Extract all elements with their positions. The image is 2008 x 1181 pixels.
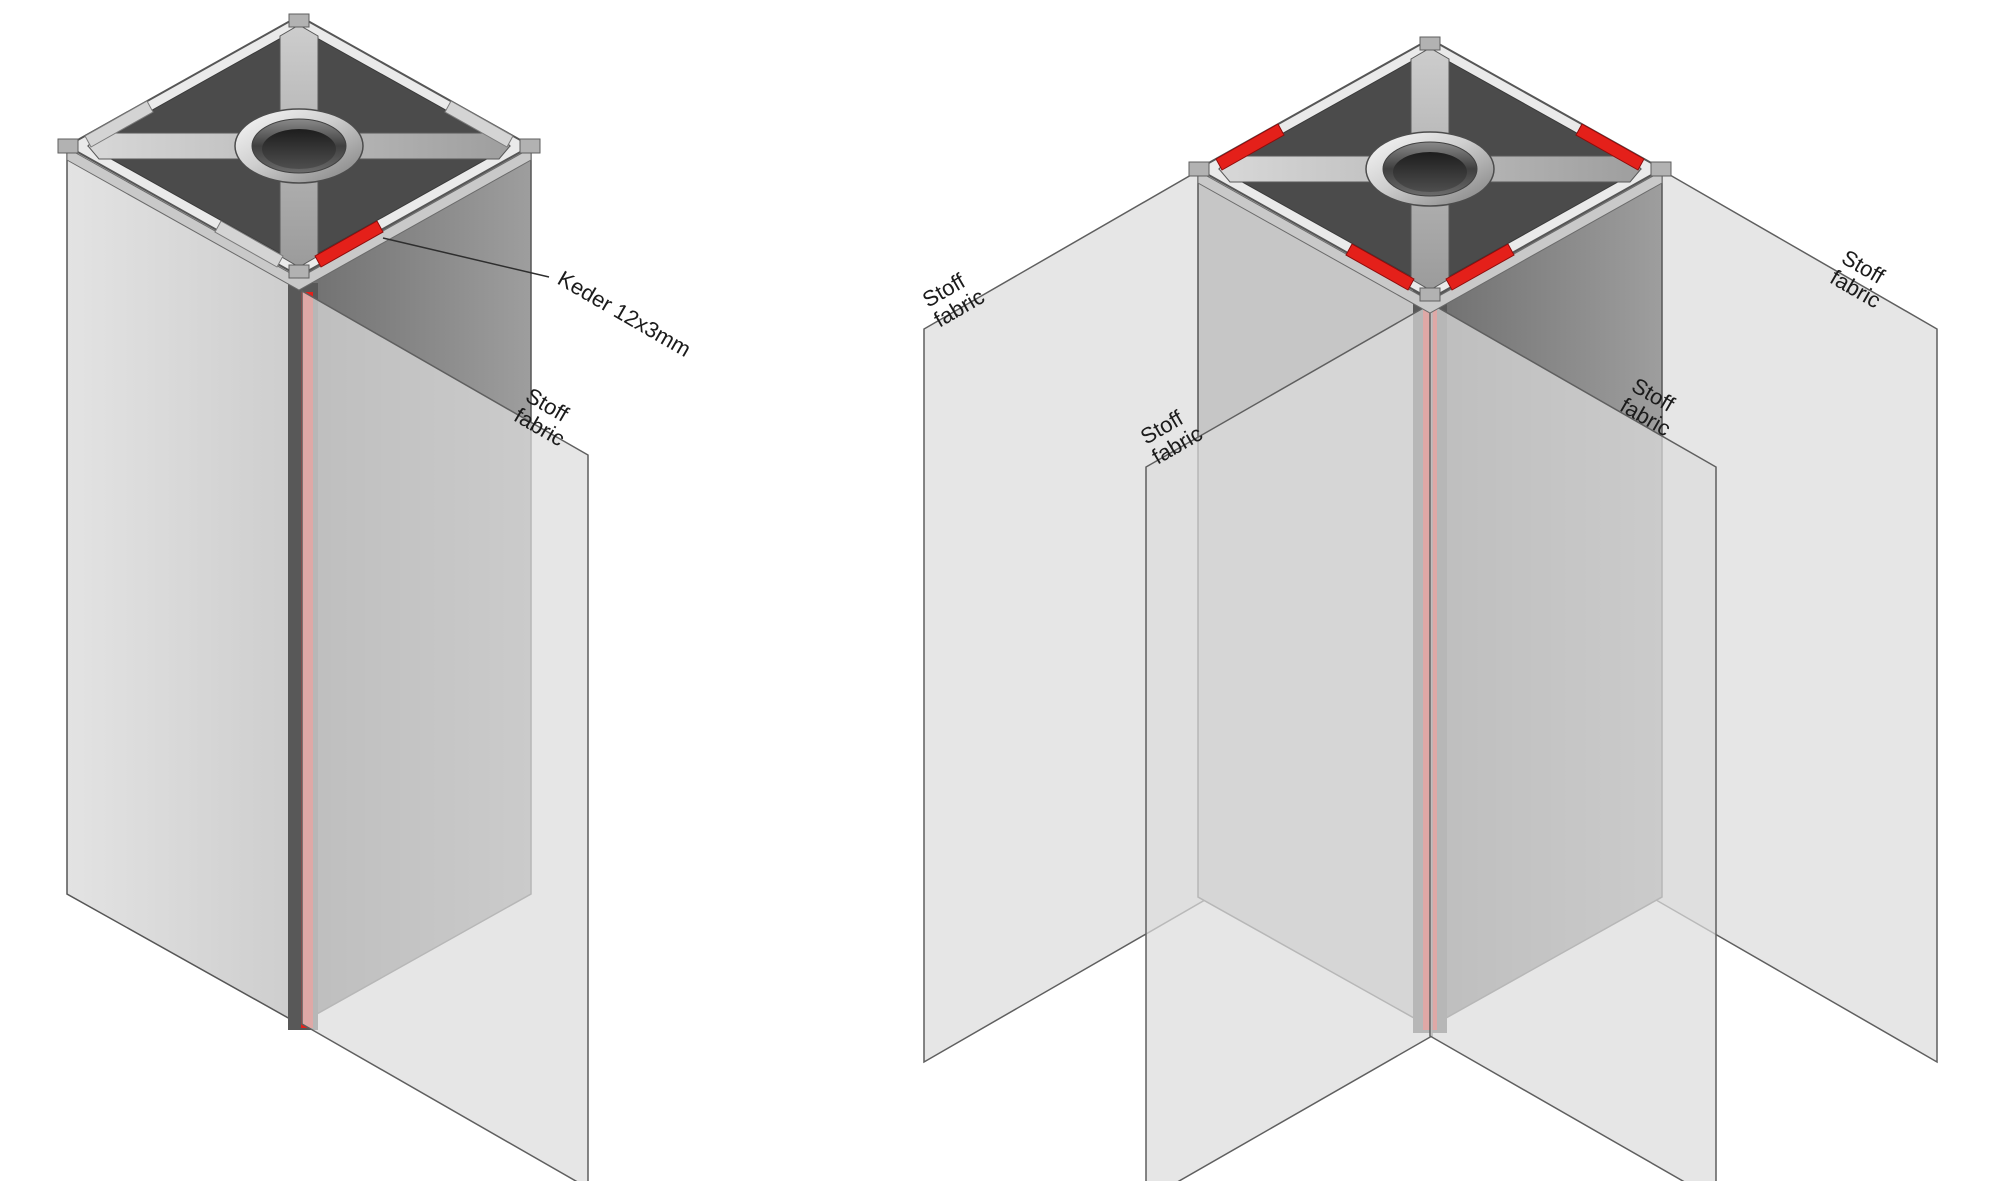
keder-strip-top [314, 220, 384, 268]
keder-callout-leader-line [382, 237, 550, 278]
keder-callout-label: Keder 12x3mm [554, 266, 696, 362]
post-face-front-left [66, 144, 300, 1026]
keder-strip-top-front-left [1345, 243, 1415, 291]
fabric-panel-right [301, 289, 589, 1181]
left-assembly: Keder 12x3mm Stoff fabric [57, 13, 696, 1181]
empty-slot-back-left [84, 100, 154, 148]
keder-strip-top-front-right [1445, 243, 1515, 291]
fabric-panel-front-right [1429, 301, 1717, 1181]
right-assembly: Stoff fabric Stoff fabric Stoff fabric S… [918, 36, 1938, 1181]
keder-strip-top-back-right [1575, 123, 1645, 171]
empty-slot-front-left [214, 220, 284, 268]
keder-strip-top-back-left [1215, 123, 1285, 171]
empty-slot-back-right [444, 100, 514, 148]
